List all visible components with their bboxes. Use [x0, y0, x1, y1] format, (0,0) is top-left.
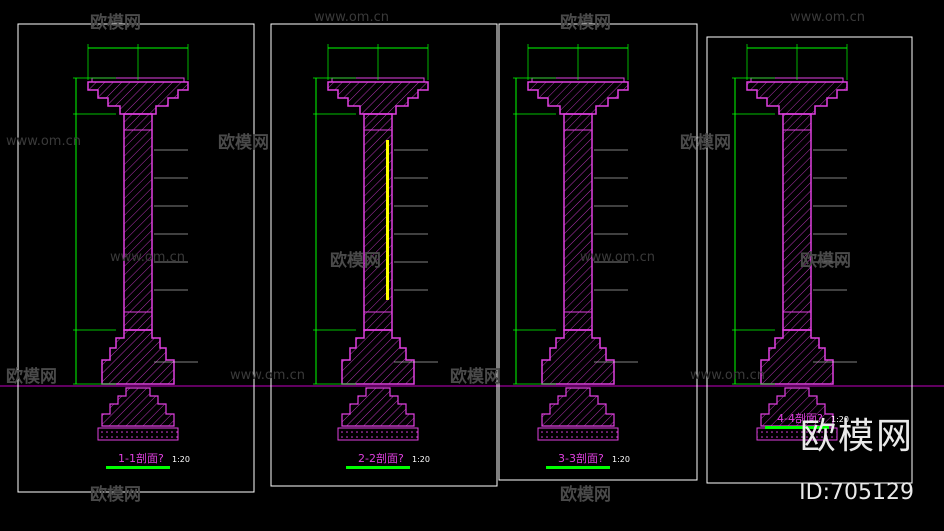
- section-title: 3-3剖面?: [558, 451, 604, 465]
- section-scale: 1:20: [412, 455, 430, 464]
- sheet-border: [706, 36, 913, 484]
- column-base: [341, 329, 415, 385]
- section-sheet-3: 3-3剖面? 1:20: [498, 23, 698, 481]
- gravel-bed: [537, 427, 619, 441]
- highlight-bar: [386, 140, 389, 300]
- column-footing: [760, 387, 834, 427]
- column-capital: [87, 81, 189, 115]
- column-base: [760, 329, 834, 385]
- column-base: [101, 329, 175, 385]
- column-shaft: [782, 113, 812, 331]
- section-sheet-2: 2-2剖面? 1:20: [270, 23, 498, 487]
- brand-logo-text: 欧模网: [799, 416, 914, 457]
- section-title: 4-4剖面?: [777, 411, 823, 425]
- sheet-border: [498, 23, 698, 481]
- column-shaft: [123, 113, 153, 331]
- section-title-bar: [546, 466, 610, 469]
- section-scale: 1:20: [612, 455, 630, 464]
- section-title-bar: [346, 466, 410, 469]
- section-title-bar: [765, 426, 829, 429]
- section-title-bar: [106, 466, 170, 469]
- column-footing: [341, 387, 415, 427]
- column-capital: [527, 81, 629, 115]
- section-scale: 1:20: [172, 455, 190, 464]
- section-scale: 1:20: [831, 415, 849, 424]
- section-title: 2-2剖面?: [358, 451, 404, 465]
- column-capital: [327, 81, 429, 115]
- section-title: 1-1剖面?: [118, 451, 164, 465]
- column-shaft: [563, 113, 593, 331]
- section-sheet-4: 4-4剖面? 1:20: [706, 36, 913, 484]
- brand-id: ID:705129: [799, 480, 914, 505]
- column-base: [541, 329, 615, 385]
- sheet-border: [17, 23, 255, 493]
- sheet-border: [270, 23, 498, 487]
- section-sheet-1: 1-1剖面? 1:20: [17, 23, 255, 493]
- gravel-bed: [97, 427, 179, 441]
- column-footing: [541, 387, 615, 427]
- column-footing: [101, 387, 175, 427]
- column-capital: [746, 81, 848, 115]
- gravel-bed: [337, 427, 419, 441]
